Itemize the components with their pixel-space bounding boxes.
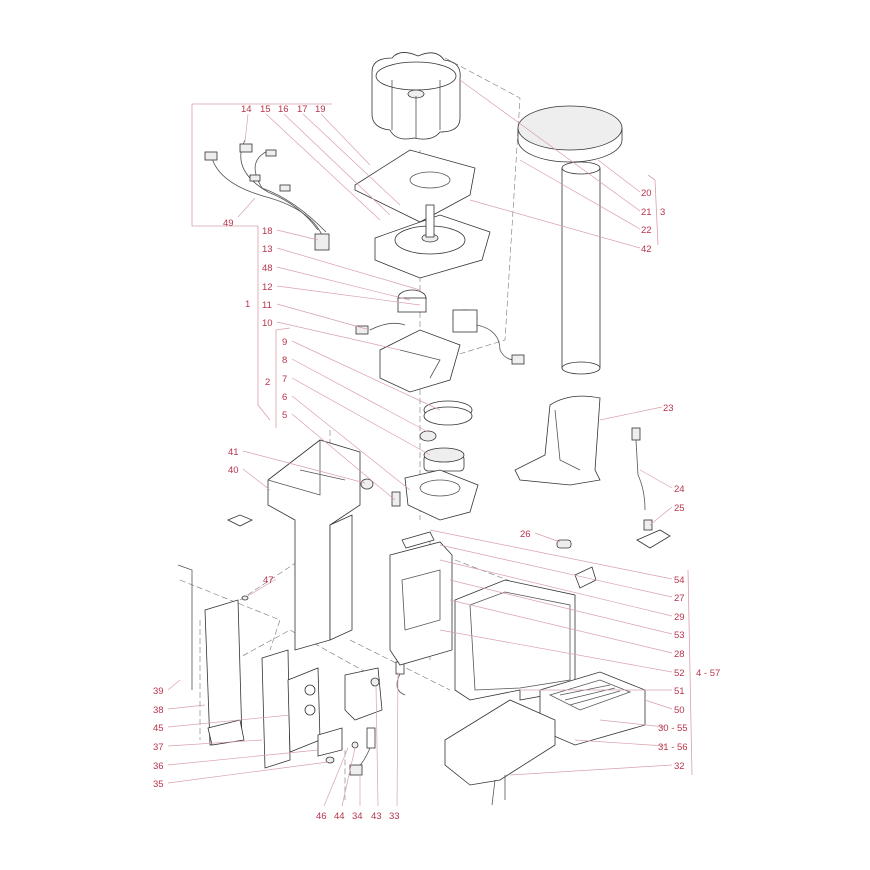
label-54: 54 [674, 575, 685, 586]
label-12: 12 [262, 282, 273, 293]
label-20: 20 [641, 188, 652, 199]
lid-disc [517, 105, 623, 163]
valve-assembly [344, 661, 406, 776]
leader-lines [167, 79, 673, 807]
label-43: 43 [371, 811, 382, 822]
label-38: 38 [153, 705, 164, 716]
sensor-cable [556, 427, 671, 549]
label-18: 18 [262, 226, 273, 237]
wiring-harness [204, 139, 330, 251]
label-33: 33 [389, 811, 400, 822]
label-37: 37 [153, 742, 164, 753]
label-50: 50 [674, 705, 685, 716]
label-7: 7 [282, 374, 287, 385]
label-25: 25 [674, 503, 685, 514]
label-48: 48 [262, 263, 273, 274]
label-21: 21 [641, 207, 652, 218]
label-31-56: 31 - 56 [658, 742, 688, 753]
label-22: 22 [641, 225, 652, 236]
label-27: 27 [674, 593, 685, 604]
label-49: 49 [223, 218, 234, 229]
rear-bracket [261, 649, 343, 769]
label-36: 36 [153, 761, 164, 772]
label-16: 16 [278, 104, 289, 115]
label-46: 46 [316, 811, 327, 822]
label-32: 32 [674, 761, 685, 772]
label-40: 40 [228, 465, 239, 476]
label-29: 29 [674, 612, 685, 623]
drip-tray [444, 699, 556, 806]
label-26: 26 [520, 529, 531, 540]
label-8: 8 [282, 355, 287, 366]
label-39: 39 [153, 686, 164, 697]
label-52: 52 [674, 668, 685, 679]
cover-plate [354, 149, 476, 223]
label-17: 17 [297, 104, 308, 115]
label-5: 5 [282, 410, 287, 421]
label-53: 53 [674, 630, 685, 641]
label-30-55: 30 - 55 [658, 723, 688, 734]
main-frame [227, 439, 361, 651]
tube [561, 161, 601, 375]
label-10: 10 [262, 318, 273, 329]
label-13: 13 [262, 244, 273, 255]
grinder-rings [419, 400, 473, 472]
label-35: 35 [153, 779, 164, 790]
motor-components [355, 289, 525, 365]
label-19: 19 [315, 104, 326, 115]
grinder-base [374, 204, 491, 279]
label-1: 1 [245, 299, 250, 310]
control-panel [389, 531, 453, 666]
side-plate [177, 564, 249, 746]
label-42: 42 [641, 244, 652, 255]
label-45: 45 [153, 723, 164, 734]
label-41: 41 [228, 447, 239, 458]
part-labels: 14 15 16 17 19 20 21 3 22 42 49 18 13 48… [153, 104, 720, 822]
label-11: 11 [262, 300, 272, 311]
machine-body [454, 566, 597, 701]
label-44: 44 [334, 811, 345, 822]
group-brackets [191, 103, 693, 776]
label-47: 47 [263, 575, 274, 586]
label-2: 2 [265, 377, 270, 388]
label-24: 24 [674, 484, 685, 495]
coffee-chute [514, 395, 601, 486]
label-4-57: 4 - 57 [696, 668, 720, 679]
grinder-support [379, 329, 461, 393]
label-15: 15 [260, 104, 271, 115]
label-9: 9 [282, 337, 287, 348]
hopper-bean-container [371, 52, 461, 140]
brew-unit-holder [360, 469, 479, 521]
label-14: 14 [241, 104, 252, 115]
label-28: 28 [674, 649, 685, 660]
label-34: 34 [352, 811, 363, 822]
label-23: 23 [663, 403, 674, 414]
label-6: 6 [282, 392, 287, 403]
label-3: 3 [660, 207, 665, 218]
label-51: 51 [674, 686, 685, 697]
